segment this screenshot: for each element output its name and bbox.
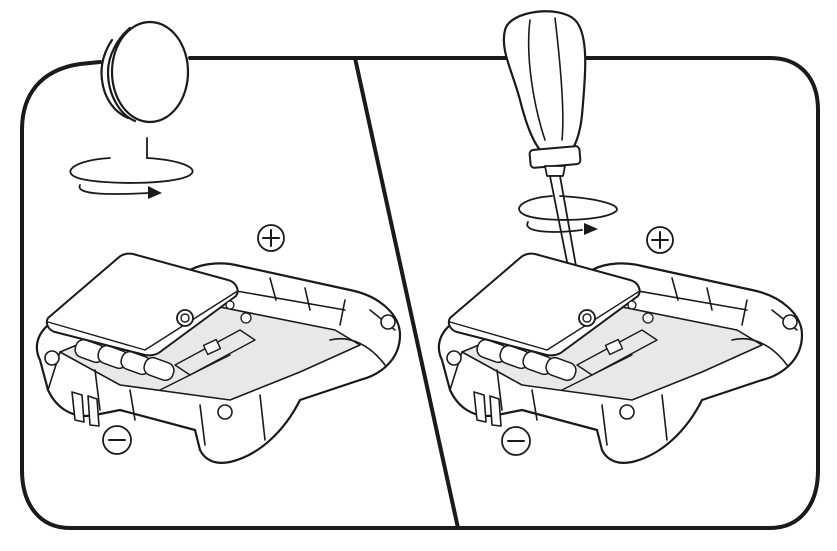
rotate-arrow-icon xyxy=(69,137,194,199)
outer-frame xyxy=(20,56,820,530)
negative-terminal-icon xyxy=(102,425,132,455)
right-panel xyxy=(437,10,804,464)
positive-terminal-icon xyxy=(646,226,674,254)
device-right xyxy=(437,252,804,464)
left-panel xyxy=(35,20,402,464)
panel-divider xyxy=(353,56,460,530)
positive-terminal-icon xyxy=(257,224,285,252)
negative-terminal-icon xyxy=(501,426,531,456)
rotate-arrow-icon xyxy=(518,195,618,235)
device-left xyxy=(35,252,402,464)
coin-icon xyxy=(100,20,190,124)
